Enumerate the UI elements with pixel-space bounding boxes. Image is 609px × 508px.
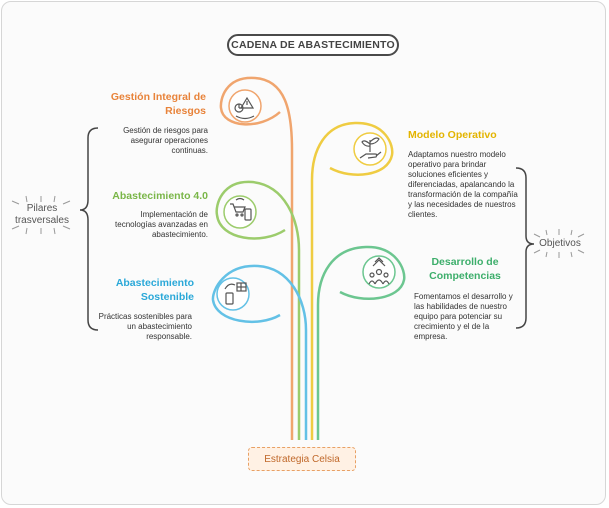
right-bracket <box>515 167 535 329</box>
stem-competencias <box>316 245 406 440</box>
heading-abastecimiento-40: Abastecimiento 4.0 <box>112 190 208 202</box>
stem-abastecimiento-40 <box>215 180 301 440</box>
heading-gestion-riesgos: Gestión Integral de Riesgos <box>110 91 206 117</box>
plant-hand-icon <box>359 137 382 159</box>
heading-abastecimiento-sostenible: Abastecimiento Sostenible <box>115 277 194 303</box>
desc-desarrollo-competencias: Fomentamos el desarrollo y las habilidad… <box>414 292 513 341</box>
base-estrategia-celsia: Estrategia Celsia <box>248 447 356 471</box>
team-growth-icon <box>368 257 390 285</box>
risk-icon-circle <box>228 89 262 123</box>
team-icon-circle <box>362 255 396 289</box>
risk-icon <box>234 96 255 120</box>
left-bracket <box>79 127 99 331</box>
heading-desarrollo-competencias: Desarrollo de Competencias <box>429 256 501 282</box>
label-objetivos: Objetivos <box>539 238 581 249</box>
desc-modelo-operativo: Adaptamos nuestro modelo operativo para … <box>408 150 518 219</box>
left-label-sparkles <box>11 195 71 235</box>
desc-abastecimiento-40: Implementación de tecnologías avanzadas … <box>115 210 208 239</box>
cart-phone-icon <box>230 197 252 221</box>
diagram-title: CADENA DE ABASTECIMIENTO <box>227 34 399 56</box>
stem-modelo-operativo <box>310 121 394 440</box>
stem-risks <box>219 76 294 440</box>
right-label-sparkles <box>533 229 585 258</box>
desc-abastecimiento-sostenible: Prácticas sostenibles para un abastecimi… <box>98 312 192 341</box>
stem-sostenible <box>211 264 308 440</box>
desc-gestion-riesgos: Gestión de riesgos para asegurar operaci… <box>123 126 208 155</box>
heading-modelo-operativo: Modelo Operativo <box>408 129 497 141</box>
label-pilares-trasversales: Pilares trasversales <box>15 203 69 226</box>
sustainable-devices-icon <box>224 282 247 305</box>
